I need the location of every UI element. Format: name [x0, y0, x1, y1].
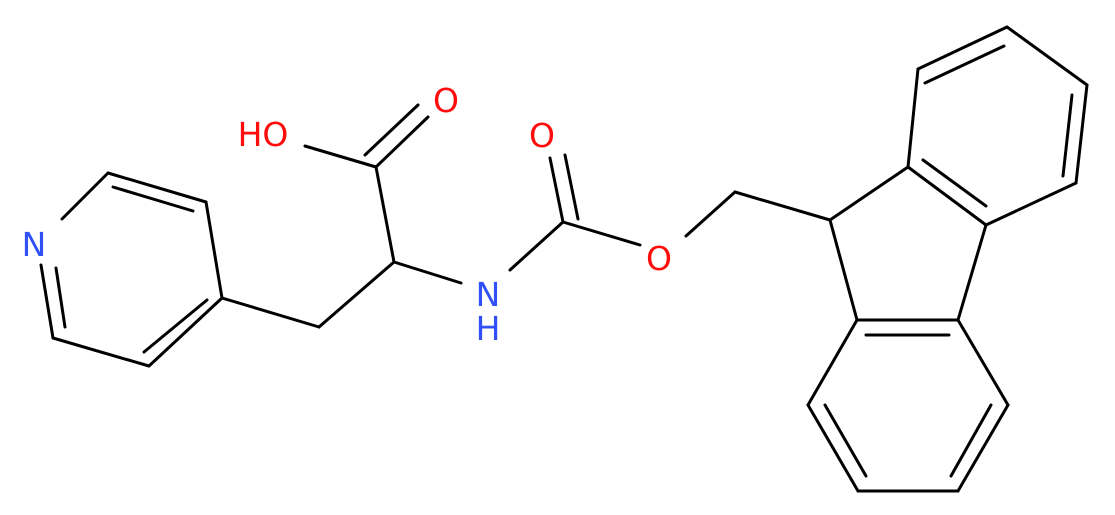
bond	[828, 165, 910, 222]
bond	[828, 218, 859, 322]
atom-label-ether-oxygen: O	[646, 239, 672, 278]
bond	[142, 298, 209, 354]
bond	[60, 171, 110, 221]
bond	[51, 336, 151, 368]
bond	[220, 296, 321, 329]
bond	[733, 190, 832, 222]
bond	[916, 25, 1009, 71]
bond	[508, 220, 565, 272]
atom-label-amine-hydrogen: H	[476, 309, 501, 348]
bond	[111, 185, 195, 213]
bond	[204, 200, 224, 300]
bond	[317, 260, 396, 329]
bond	[303, 144, 378, 169]
bond	[684, 190, 737, 238]
bond	[39, 263, 55, 340]
bond	[374, 165, 396, 264]
bond	[956, 403, 1010, 493]
bond	[823, 403, 868, 478]
bond	[374, 115, 430, 169]
bond	[147, 296, 224, 368]
bond	[949, 403, 993, 478]
bond	[561, 220, 642, 247]
atom-label-carbamate-oxygen: O	[529, 116, 555, 155]
pyridine-ring	[39, 171, 224, 368]
bond	[906, 165, 988, 227]
bond	[1005, 25, 1089, 87]
fluorene	[806, 25, 1089, 493]
bond	[984, 181, 1078, 227]
bond	[921, 158, 988, 208]
atom-label-amine-nitrogen: N	[476, 275, 501, 314]
bond	[54, 266, 67, 329]
bond	[363, 103, 420, 157]
bond	[806, 318, 859, 407]
bond	[806, 403, 860, 493]
atom-label-hydroxyl: HO	[238, 115, 289, 154]
bond	[956, 318, 1010, 407]
bond	[392, 260, 463, 285]
atom-label-acid-oxygen: O	[433, 81, 459, 120]
bond	[956, 223, 988, 322]
bond	[1061, 93, 1074, 178]
side-chain	[220, 103, 463, 329]
bond	[563, 153, 580, 221]
carbamate	[508, 153, 832, 272]
bond	[106, 171, 208, 204]
bond	[548, 156, 565, 224]
bond	[923, 44, 1006, 85]
bond	[906, 67, 920, 169]
bond	[1074, 83, 1089, 185]
atom-label-ring-nitrogen: N	[22, 225, 47, 264]
